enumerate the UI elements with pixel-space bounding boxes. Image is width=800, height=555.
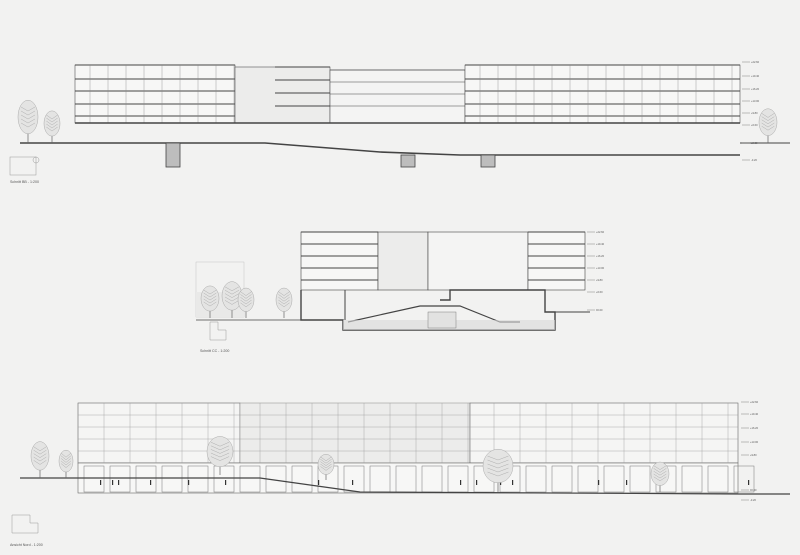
tree bbox=[237, 287, 255, 318]
level-label: +19.40 bbox=[750, 412, 759, 416]
arcade-opening bbox=[187, 465, 209, 493]
arcade-opening bbox=[135, 465, 157, 493]
person-figure bbox=[188, 480, 190, 485]
arcade-opening bbox=[603, 465, 625, 493]
tree bbox=[317, 454, 335, 480]
bb-pier bbox=[480, 154, 496, 168]
arcade-opening bbox=[707, 465, 729, 493]
arcade-opening bbox=[239, 465, 261, 493]
arcade-opening bbox=[161, 465, 183, 493]
person-figure bbox=[626, 480, 628, 485]
level-label: +9.80 bbox=[596, 278, 603, 282]
person-figure bbox=[598, 480, 600, 485]
level-label: +16.20 bbox=[750, 426, 759, 430]
person-figure bbox=[225, 480, 227, 485]
level-label: +22.60 bbox=[596, 230, 605, 234]
section-cc: +22.60+19.40+16.20+13.00+9.80+6.60±0.00 … bbox=[195, 230, 605, 353]
tree bbox=[43, 110, 61, 143]
level-label: +9.80 bbox=[750, 453, 757, 457]
elevation-caption: Ansicht Nord - 1:200 bbox=[10, 543, 43, 547]
arcade-opening bbox=[109, 465, 131, 493]
arcade-opening bbox=[83, 465, 105, 493]
elevation-ground-line bbox=[20, 477, 790, 495]
person-figure bbox=[512, 480, 514, 485]
tree bbox=[58, 449, 74, 478]
section-bb: +22.60 +19.40 +16.20 +13.00 +9.80 +6.60 ±0.00 -… bbox=[9, 60, 790, 184]
arcade-opening bbox=[343, 465, 365, 493]
level-label: +9.80 bbox=[751, 111, 758, 115]
level-label: +16.20 bbox=[596, 254, 605, 258]
level-label: +19.40 bbox=[596, 242, 605, 246]
person-figure bbox=[748, 480, 750, 485]
cc-keyplan bbox=[209, 321, 227, 341]
arcade-opening bbox=[525, 465, 547, 493]
arcade-opening bbox=[577, 465, 599, 493]
tree bbox=[200, 285, 220, 318]
level-label: -3.20 bbox=[751, 158, 757, 162]
person-figure bbox=[460, 480, 462, 485]
level-label: +16.20 bbox=[751, 87, 760, 91]
level-label: +13.00 bbox=[751, 99, 760, 103]
person-figure bbox=[318, 480, 320, 485]
tree bbox=[482, 449, 514, 492]
person-figure bbox=[100, 480, 102, 485]
level-label: +13.00 bbox=[596, 266, 605, 270]
level-label: +6.60 bbox=[596, 290, 603, 294]
tree bbox=[275, 287, 293, 318]
bb-caption: Schnitt BB - 1:200 bbox=[10, 180, 39, 184]
level-label: +22.60 bbox=[750, 400, 759, 404]
person-figure bbox=[118, 480, 120, 485]
level-label: ±0.00 bbox=[596, 308, 603, 312]
arcade-opening bbox=[291, 465, 313, 493]
arcade-opening bbox=[733, 465, 755, 493]
bb-keyplan bbox=[9, 156, 37, 176]
bb-pier bbox=[165, 142, 181, 168]
arcade-opening bbox=[551, 465, 573, 493]
tree bbox=[650, 461, 670, 492]
person-figure bbox=[150, 480, 152, 485]
tree bbox=[206, 436, 234, 475]
arcade-opening bbox=[681, 465, 703, 493]
level-label: +6.60 bbox=[751, 123, 758, 127]
elevation-keyplan bbox=[11, 514, 39, 534]
tree bbox=[30, 441, 50, 478]
person-figure bbox=[476, 480, 478, 485]
bb-pier bbox=[400, 154, 416, 168]
level-label: +13.00 bbox=[750, 440, 759, 444]
bb-ground-slab bbox=[20, 142, 740, 156]
elevation-north: +22.60+19.40+16.20+13.00+9.80±0.00-3.20 … bbox=[10, 400, 790, 547]
person-figure bbox=[112, 480, 114, 485]
level-label: -3.20 bbox=[750, 498, 756, 502]
cc-caption: Schnitt CC - 1:200 bbox=[200, 349, 229, 353]
level-label: +22.60 bbox=[751, 60, 760, 64]
arcade-opening bbox=[629, 465, 651, 493]
level-label: +19.40 bbox=[751, 74, 760, 78]
person-figure bbox=[352, 480, 354, 485]
tree bbox=[758, 108, 778, 143]
level-label: ±0.00 bbox=[751, 141, 758, 145]
level-label: ±0.00 bbox=[750, 488, 757, 492]
tree bbox=[17, 99, 39, 143]
